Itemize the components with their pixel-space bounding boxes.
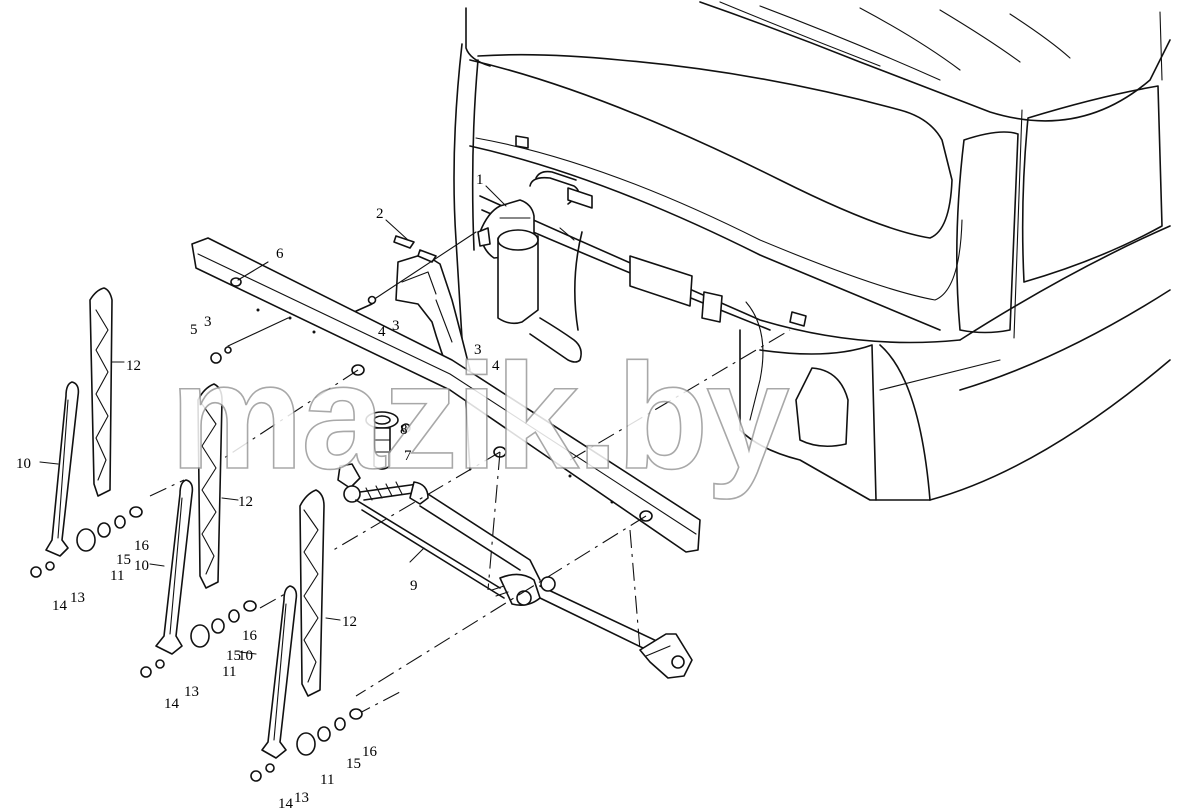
washer-nozzle xyxy=(365,411,411,470)
wiper-blade-1 xyxy=(89,287,113,497)
callout-10a: 10 xyxy=(16,456,31,472)
callout-14c: 14 xyxy=(278,796,294,812)
wiper-blade-2 xyxy=(197,383,223,589)
callout-12a: 12 xyxy=(126,358,141,374)
callout-3a: 3 xyxy=(204,314,212,330)
callout-11b: 11 xyxy=(222,664,236,680)
wiper-motor xyxy=(477,170,593,325)
callout-7: 7 xyxy=(404,448,412,464)
callout-12c: 12 xyxy=(342,614,357,630)
watermark-text: mazik.by xyxy=(170,332,789,500)
callout-13a: 13 xyxy=(70,590,85,606)
callout-2: 2 xyxy=(376,206,384,222)
wiper-arm-1-hardware xyxy=(30,506,143,578)
callout-4b: 4 xyxy=(492,358,500,374)
leader-lines xyxy=(39,185,791,717)
callout-13b: 13 xyxy=(184,684,199,700)
wiper-blade-3 xyxy=(299,489,325,697)
callout-1: 1 xyxy=(476,172,484,188)
callout-6: 6 xyxy=(276,246,284,262)
wiper-arm-3-hardware xyxy=(250,708,363,782)
callout-15a: 15 xyxy=(116,552,131,568)
callout-5: 5 xyxy=(190,322,198,338)
callout-11a: 11 xyxy=(110,568,124,584)
callout-labels: 1 2 3 3 3 4 4 5 6 7 8 9 10 10 10 11 11 1… xyxy=(16,172,500,812)
callout-3b: 3 xyxy=(392,318,400,334)
callout-15b: 15 xyxy=(226,648,241,664)
callout-16c: 16 xyxy=(362,744,378,760)
callout-16a: 16 xyxy=(134,538,150,554)
wiper-arm-1 xyxy=(45,381,80,557)
callout-16b: 16 xyxy=(242,628,258,644)
callout-9: 9 xyxy=(410,578,418,594)
callout-11c: 11 xyxy=(320,772,334,788)
callout-14a: 14 xyxy=(52,598,68,614)
wiper-arm-2-hardware xyxy=(140,600,257,678)
callout-3c: 3 xyxy=(474,342,482,358)
wiper-arm-2 xyxy=(155,479,194,655)
callout-14b: 14 xyxy=(164,696,180,712)
wiper-arm-3 xyxy=(261,585,298,759)
truck-cab xyxy=(453,1,1171,501)
callout-12b: 12 xyxy=(238,494,253,510)
callout-10c: 10 xyxy=(238,648,253,664)
callout-8: 8 xyxy=(400,422,408,438)
callout-13c: 13 xyxy=(294,790,309,806)
callout-15c: 15 xyxy=(346,756,361,772)
callout-10b: 10 xyxy=(134,558,149,574)
callout-4a: 4 xyxy=(378,324,386,340)
